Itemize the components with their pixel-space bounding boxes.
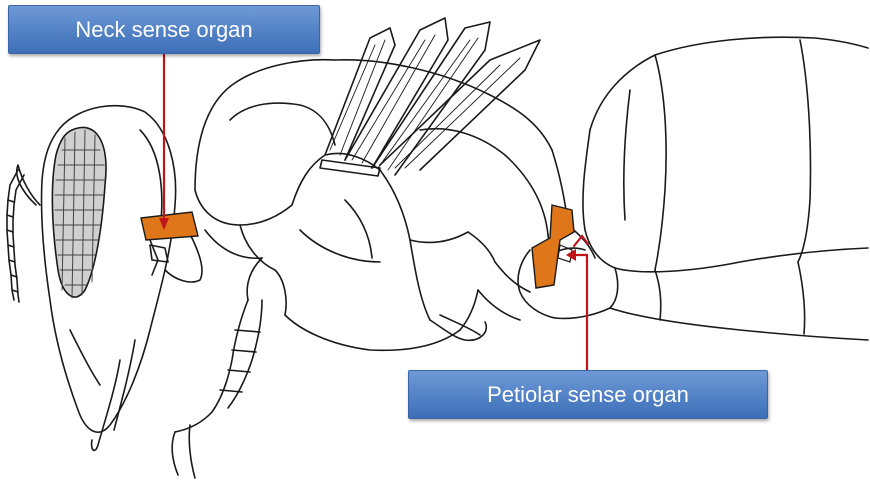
petiolar-sense-organ: [532, 205, 574, 288]
neck-sense-organ-label-text: Neck sense organ: [75, 17, 252, 43]
petiolar-sense-organ-label: Petiolar sense organ: [408, 370, 768, 419]
neck-sense-organ-label: Neck sense organ: [8, 5, 320, 54]
propodeum: [420, 129, 549, 335]
wings: [320, 18, 540, 176]
petiole-pointer-hook: [574, 236, 588, 246]
mesothorax: [230, 60, 552, 351]
compound-eye: [52, 127, 106, 298]
gaster: [583, 37, 868, 340]
neck-sense-organ: [141, 212, 198, 240]
pronotum: [195, 60, 335, 315]
petiolar-sense-organ-label-text: Petiolar sense organ: [487, 382, 689, 408]
antenna: [7, 165, 40, 302]
